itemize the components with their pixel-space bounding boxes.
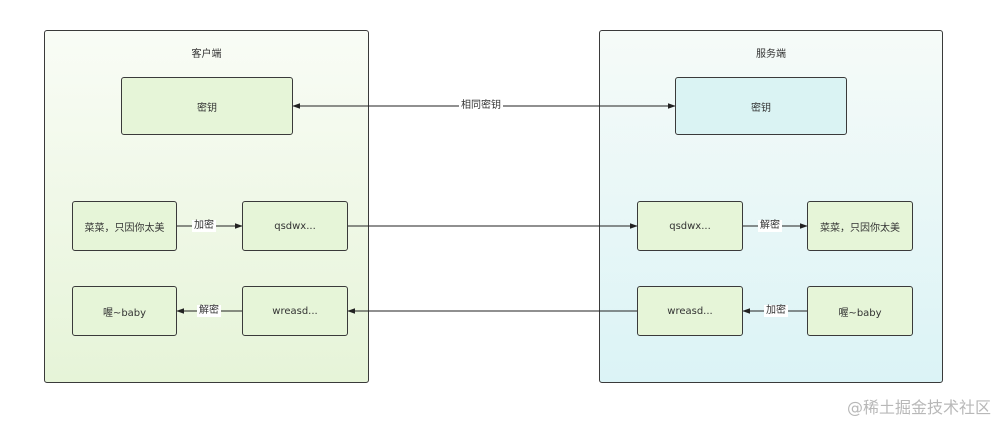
shared-key-label: 相同密钥 bbox=[459, 100, 503, 112]
watermark: @稀土掘金技术社区 bbox=[846, 398, 991, 417]
server-response-cipher-node: wreasd... bbox=[637, 286, 743, 336]
client-ciphertext-node: qsdwx... bbox=[242, 201, 348, 251]
client-key-node: 密钥 bbox=[121, 77, 293, 135]
server-key-node: 密钥 bbox=[675, 77, 847, 135]
server-panel-title: 服务端 bbox=[756, 49, 786, 60]
client-panel-title: 客户端 bbox=[191, 49, 222, 60]
client-encrypt-label: 加密 bbox=[192, 220, 216, 232]
client-response-plain-node: 喔~baby bbox=[72, 286, 177, 336]
client-response-cipher-node: wreasd... bbox=[242, 286, 348, 336]
client-plaintext-node: 菜菜，只因你太美 bbox=[72, 201, 177, 251]
server-response-plain-node: 喔~baby bbox=[807, 286, 913, 336]
server-encrypt-label: 加密 bbox=[764, 305, 788, 317]
client-decrypt-label: 解密 bbox=[197, 305, 221, 317]
server-plaintext-node: 菜菜，只因你太美 bbox=[807, 201, 913, 251]
server-ciphertext-node: qsdwx... bbox=[637, 201, 743, 251]
server-decrypt-label: 解密 bbox=[758, 220, 782, 232]
